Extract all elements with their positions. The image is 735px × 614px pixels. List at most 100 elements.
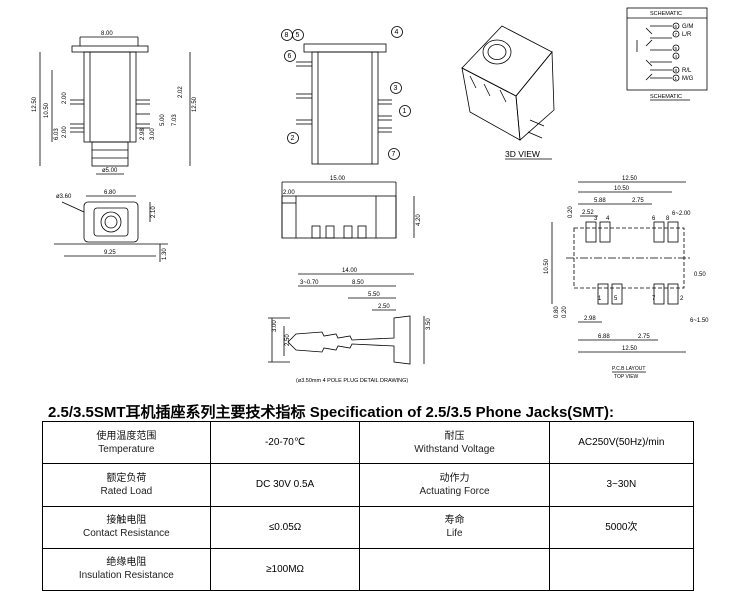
spec-key-en: Insulation Resistance: [78, 570, 174, 582]
spec-key-cn: 接触电阻: [106, 515, 147, 527]
dim-top-h: 2.10: [151, 206, 157, 218]
dim-front-r2: 5.00: [160, 114, 166, 126]
schematic-title: SCHEMATIC: [650, 11, 682, 17]
dim-front-width: 8.00: [101, 31, 113, 37]
dim-pcb-b2: 6~1.50: [690, 318, 709, 324]
dim-plug-d3: 3.50: [426, 318, 432, 330]
dim-pcb-b1: 2.98: [584, 316, 596, 322]
table-row: 额定负荷 Rated Load DC 30V 0.5A 动作力 Actuatin…: [42, 463, 695, 507]
spec-key-en: Withstand Voltage: [414, 443, 495, 455]
pcb-pin-3: 3: [594, 216, 598, 222]
schematic-name-rl: R/L: [682, 68, 692, 74]
schematic-caption: SCHEMATIC: [650, 94, 682, 100]
plug-caption: (ø3.50mm 4 POLE PLUG DETAIL DRAWING): [296, 378, 408, 384]
dim-top-base: 9.25: [104, 250, 116, 256]
dim-front-r1: 2.02: [178, 86, 184, 98]
spec-key-cn: 绝缘电阻: [106, 557, 147, 569]
callout-8: 8: [285, 32, 289, 39]
schematic-pin-6: 6: [675, 24, 678, 29]
3d-view: [461, 25, 555, 141]
dim-front-inner: 10.50: [44, 102, 50, 118]
schematic-pin-7: 7: [675, 32, 678, 37]
callout-6: 6: [288, 53, 292, 60]
label-3d-view: 3D VIEW: [505, 149, 540, 159]
dim-side-w: 4.20: [416, 214, 422, 226]
spec-key-cn: 耐压: [444, 430, 465, 442]
pcb-caption-2: TOP VIEW: [614, 374, 639, 380]
dim-plug-seg3: 5.50: [368, 292, 380, 298]
dim-plug-seg2: 8.50: [352, 280, 364, 286]
spec-value: ≤0.05Ω: [209, 505, 361, 549]
spec-key-cn: 额定负荷: [106, 472, 147, 484]
dim-plug-seg1: 3~0.70: [300, 280, 319, 286]
top-view: 6.80 9.25 ø3.60 2.10 1.30: [54, 190, 168, 262]
dim-top-side: 1.30: [162, 248, 168, 260]
spec-key-en: Temperature: [98, 443, 155, 455]
side-view: 15.00 2.00 4.20: [281, 176, 422, 239]
schematic-pin-5: 5: [675, 46, 678, 51]
spec-title: 2.5/3.5SMT耳机插座系列主要技术指标 Specification of …: [48, 404, 614, 421]
dim-pcb-h-total: 10.50: [544, 258, 550, 274]
dim-front-l3: 2.00: [62, 126, 68, 138]
dim-pcb-h4: 0.80: [554, 306, 560, 318]
spec-value-empty: [548, 547, 695, 592]
dim-pcb-b4: 2.75: [638, 334, 650, 340]
spec-value: -20-70℃: [209, 420, 361, 465]
dim-side-h: 2.00: [283, 190, 295, 196]
pcb-layout: 12.50 10.50 5.88 2.75 2.52 6~2.00 3 4 6 …: [544, 176, 709, 380]
dim-pcb-w6: 6~2.00: [672, 211, 691, 217]
engineering-drawing: 8.00 ø5.00 12.50 10.50 6.03 2.00 2.00 12…: [32, 7, 709, 384]
spec-value: ≥100MΩ: [209, 547, 361, 592]
spec-key-cn: 动作力: [439, 472, 470, 484]
plug-detail: 14.00 3~0.70 8.50 5.50 2.50 3.00 2.50 3.…: [268, 268, 432, 384]
callout-2: 2: [291, 135, 295, 142]
dim-pcb-w3: 5.88: [594, 198, 606, 204]
schematic-name-lr: L/R: [682, 32, 692, 38]
spec-key-withstand-voltage: 耐压 Withstand Voltage: [359, 420, 550, 465]
callout-1: 1: [403, 108, 407, 115]
dim-pcb-h2: 0.20: [568, 206, 574, 218]
pcb-pin-2: 2: [680, 296, 684, 302]
dim-top-width: 6.80: [104, 190, 116, 196]
callout-4: 4: [395, 29, 399, 36]
spec-value: DC 30V 0.5A: [209, 463, 361, 507]
dim-front-l1: 2.00: [62, 92, 68, 104]
pcb-pin-5: 5: [614, 296, 618, 302]
spec-key-en: Life: [446, 528, 463, 540]
spec-key-en: Contact Resistance: [82, 528, 170, 540]
spec-key-temperature: 使用温度范围 Temperature: [42, 420, 211, 465]
dim-front-height: 12.50: [32, 96, 38, 112]
spec-key-en: Actuating Force: [419, 485, 490, 497]
spec-key-en: Rated Load: [100, 485, 153, 497]
spec-key-contact-resistance: 接触电阻 Contact Resistance: [42, 505, 211, 549]
table-row: 绝缘电阻 Insulation Resistance ≥100MΩ: [42, 547, 695, 592]
pcb-pin-6: 6: [652, 216, 656, 222]
front-view: 8.00 ø5.00 12.50 10.50 6.03 2.00 2.00 12…: [32, 31, 198, 175]
pcb-pin-1: 1: [598, 296, 602, 302]
dim-pcb-w4: 2.75: [632, 198, 644, 204]
dim-pcb-b5: 12.50: [622, 346, 638, 352]
dim-pcb-w2: 10.50: [614, 186, 630, 192]
dim-top-hole: ø3.60: [56, 194, 72, 200]
dim-side-len: 15.00: [330, 176, 346, 182]
pcb-pin-7: 7: [652, 296, 656, 302]
dim-pcb-w5: 2.52: [582, 210, 594, 216]
spec-value: AC250V(50Hz)/min: [548, 420, 695, 465]
spec-key-insulation-resistance: 绝缘电阻 Insulation Resistance: [42, 547, 211, 592]
dim-front-hole: ø5.00: [102, 168, 118, 174]
pcb-caption-1: P.C.B LAYOUT: [612, 366, 645, 372]
table-row: 接触电阻 Contact Resistance ≤0.05Ω 寿命 Life 5…: [42, 505, 695, 549]
schematic-pin-1: 1: [675, 76, 678, 81]
schematic: SCHEMATIC 6 7 5 4 8 1 G/M L/R R/L M/G SC…: [626, 7, 708, 101]
table-row: 使用温度范围 Temperature -20-70℃ 耐压 Withstand …: [42, 420, 695, 465]
dim-pcb-h3: 0.50: [694, 272, 706, 278]
callout-5: 5: [296, 32, 300, 39]
spec-key-rated-load: 额定负荷 Rated Load: [42, 463, 211, 507]
dim-pcb-h5: 0.20: [562, 306, 568, 318]
schematic-pin-4: 4: [675, 54, 678, 59]
schematic-name-mg: M/G: [682, 76, 694, 82]
dim-front-l2: 6.03: [54, 128, 60, 140]
spec-key-empty: [359, 547, 550, 592]
dim-front-r3: 7.03: [172, 114, 178, 126]
pcb-pin-4: 4: [606, 216, 610, 222]
